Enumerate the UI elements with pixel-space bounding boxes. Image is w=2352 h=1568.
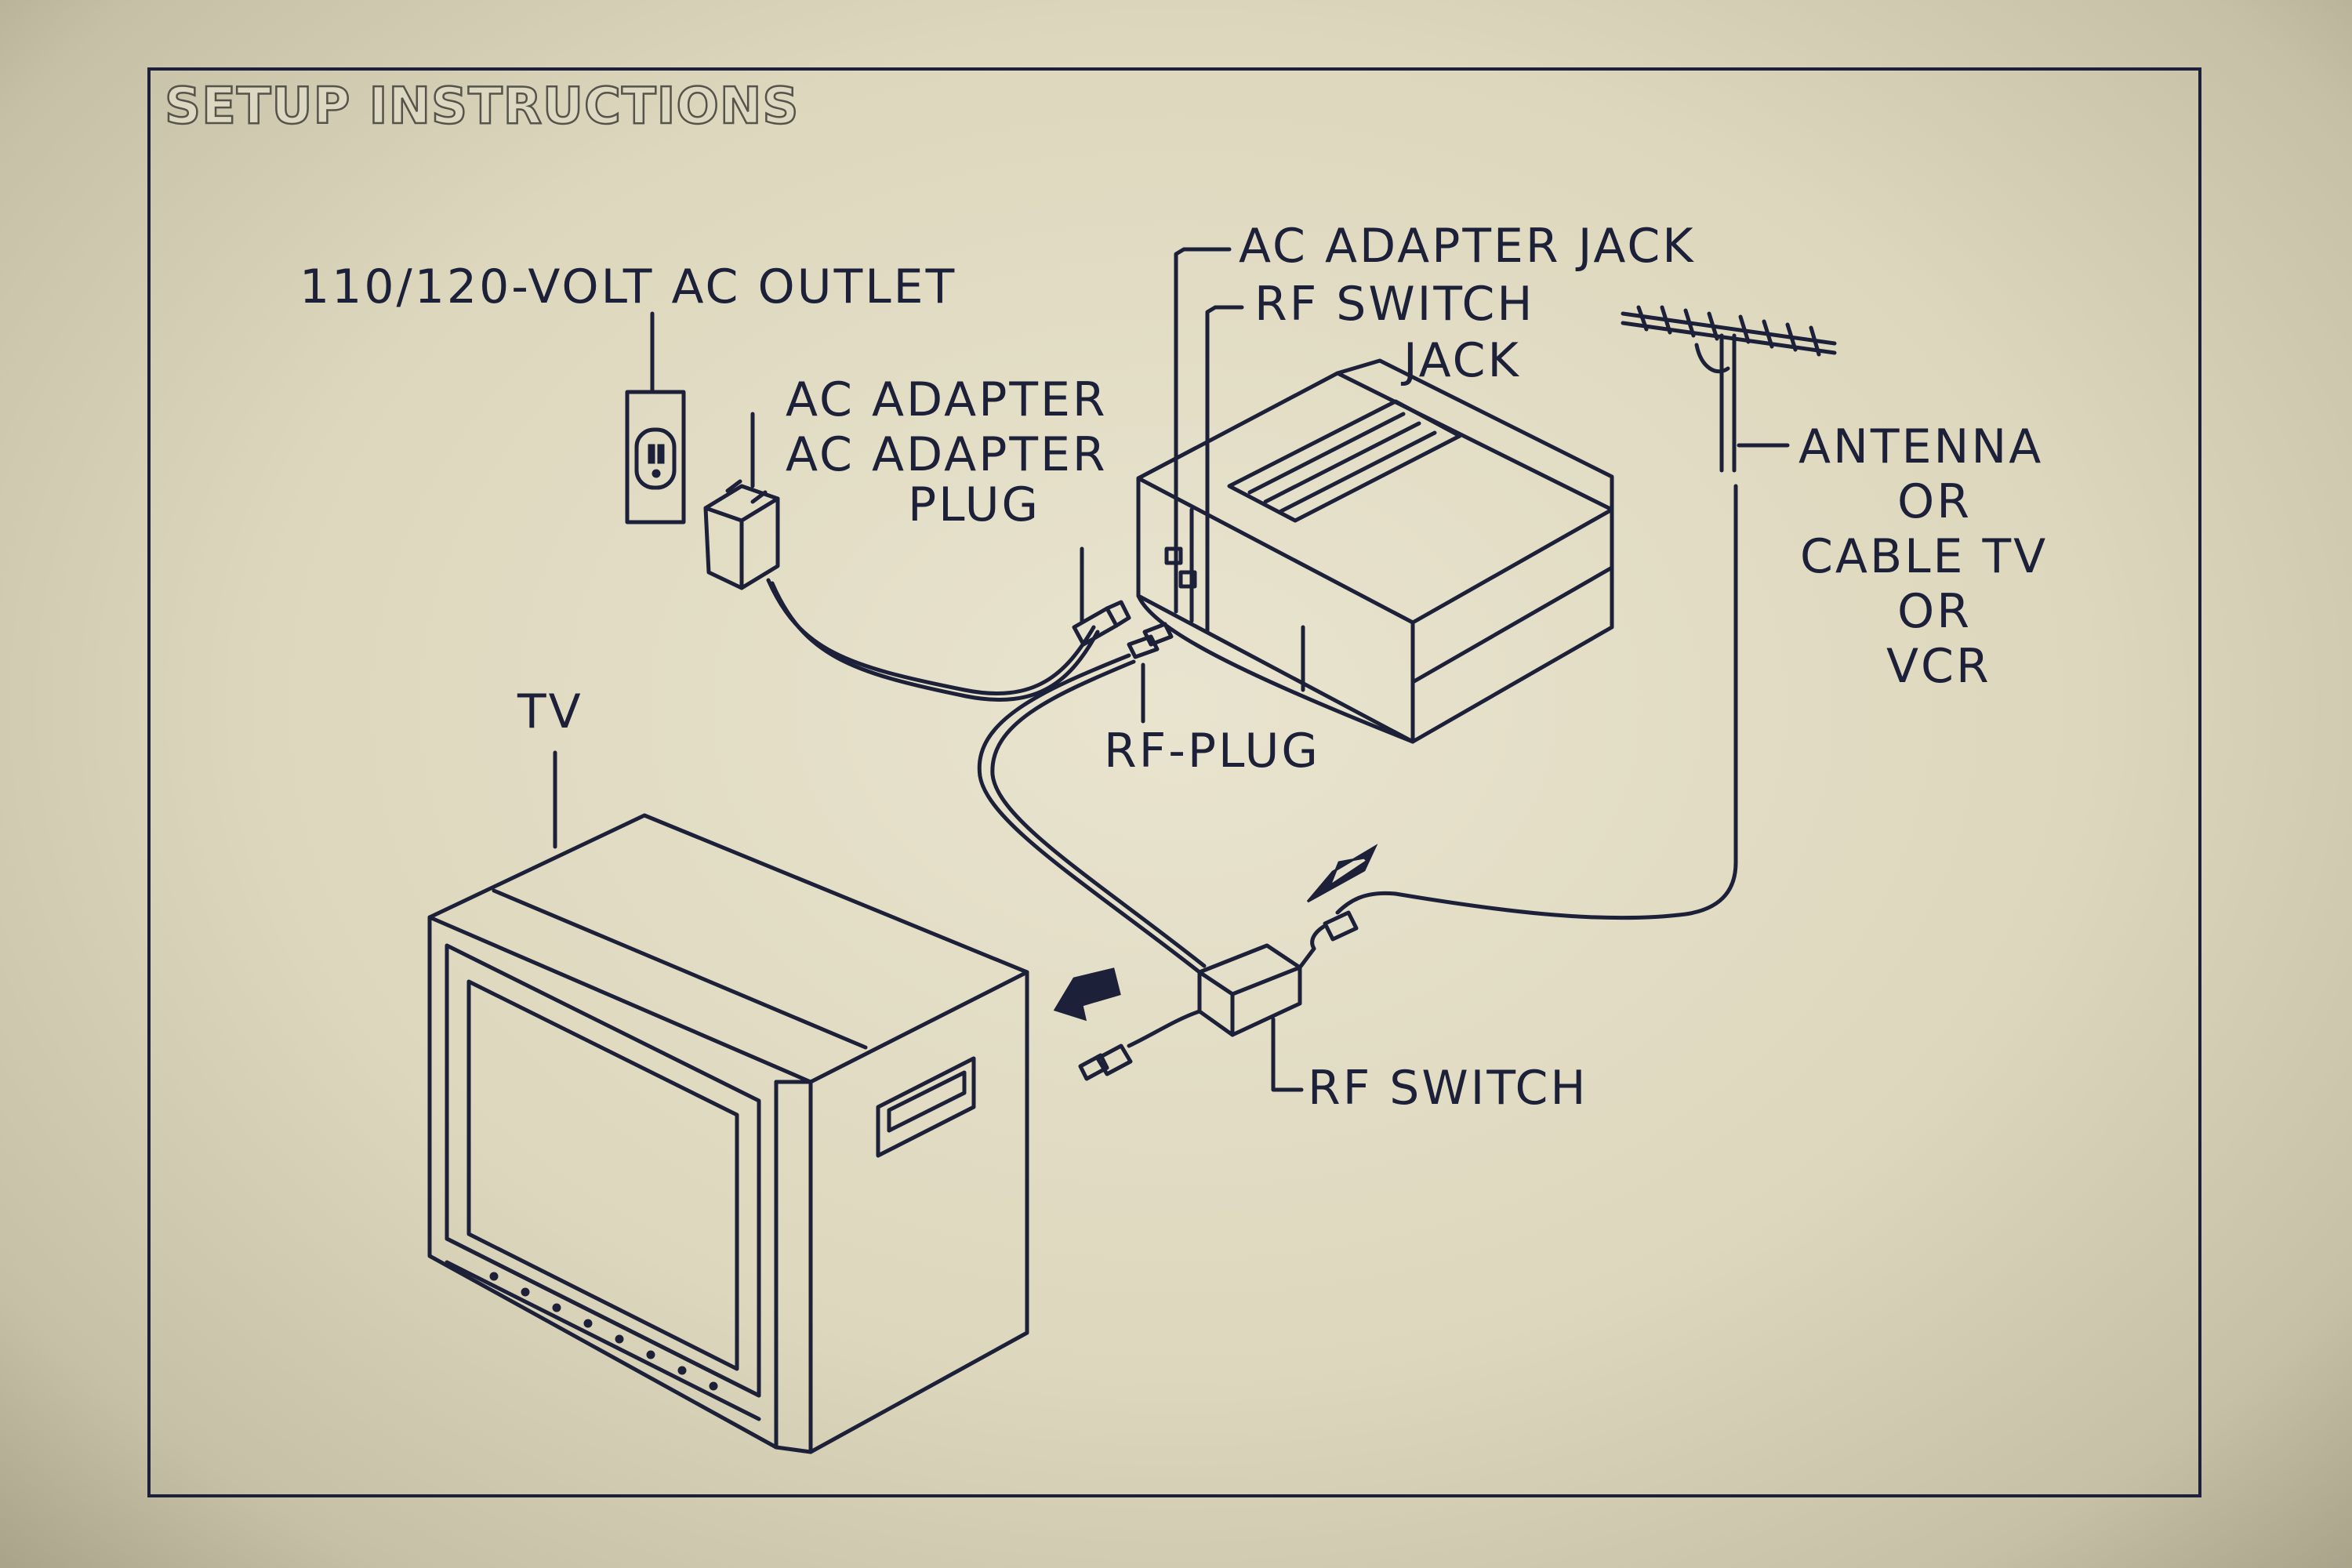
tv-connector (1078, 1009, 1202, 1081)
label-ac-adapter-jack: AC ADAPTER JACK (1239, 219, 1696, 274)
label-outlet: 110/120-VOLT AC OUTLET (299, 260, 956, 314)
label-rf-switch-jack-line1: RF SWITCH (1254, 277, 1535, 332)
label-rf-switch-jack-line2: JACK (1400, 333, 1521, 388)
label-rf-switch: RF SWITCH (1308, 1061, 1588, 1116)
arrow-to-rf-switch (1306, 844, 1378, 903)
diagram-frame (147, 67, 2201, 1497)
game-console (1136, 358, 1614, 744)
label-antenna-line3: CABLE TV (1800, 529, 2048, 584)
page-title: SETUP INSTRUCTIONS (164, 78, 800, 136)
label-antenna-line5: VCR (1886, 639, 1991, 694)
wall-outlet (625, 311, 686, 524)
label-tv: TV (517, 684, 583, 739)
leader-lines (1174, 247, 1244, 575)
label-ac-adapter-plug-line2: PLUG (908, 477, 1040, 532)
rf-switch (1197, 943, 1304, 1092)
label-antenna-line1: ANTENNA (1798, 419, 2043, 474)
ac-adapter (703, 412, 1100, 702)
arrow-to-tv (1053, 967, 1121, 1022)
label-ac-adapter: AC ADAPTER (786, 372, 1108, 427)
antenna-connector (1298, 910, 1359, 970)
antenna (1335, 305, 1837, 920)
label-antenna-line4: OR (1897, 584, 1972, 639)
rf-cable (977, 622, 1207, 975)
label-rf-plug: RF-PLUG (1104, 724, 1320, 779)
television (427, 750, 1029, 1454)
label-ac-adapter-plug-line1: AC ADAPTER (786, 427, 1108, 482)
ac-adapter-plug (1072, 546, 1131, 647)
label-antenna-line2: OR (1897, 474, 1972, 529)
